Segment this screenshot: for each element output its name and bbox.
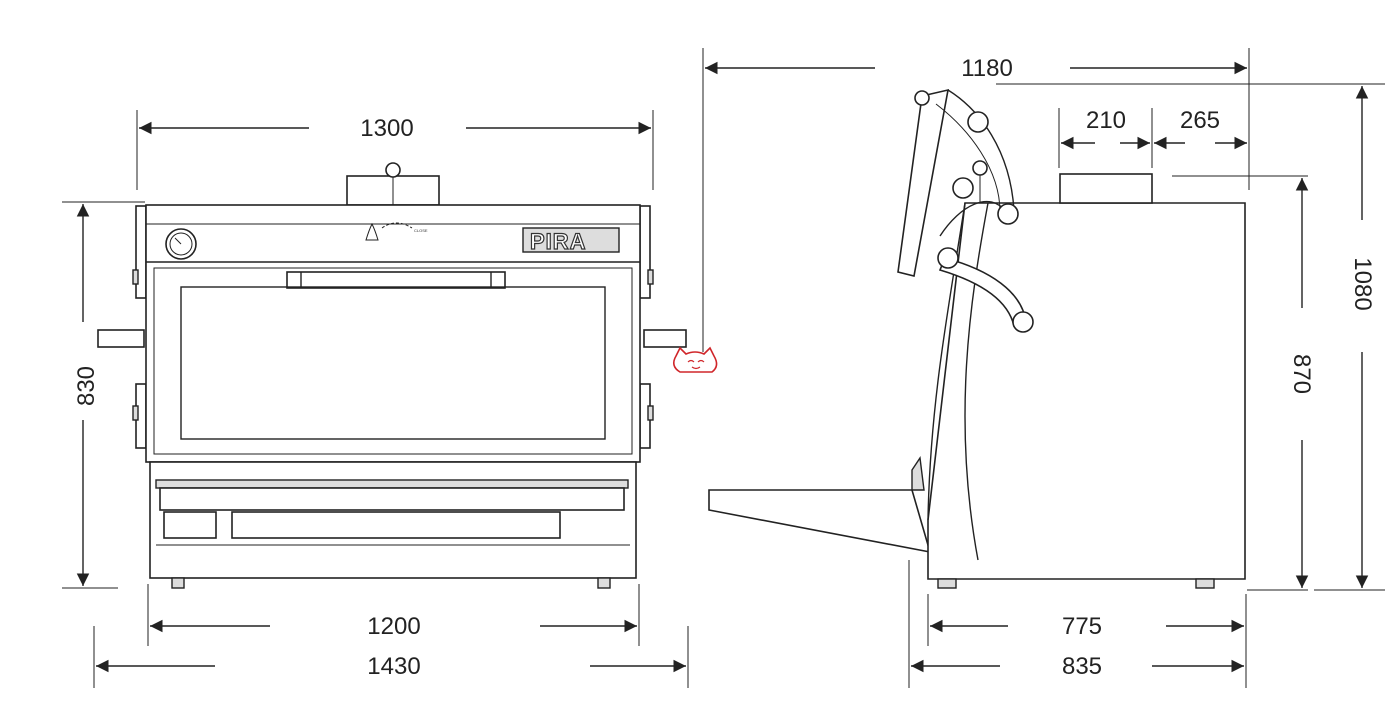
watermark-cat-icon: [672, 346, 718, 373]
front-right-foot: [597, 577, 611, 589]
front-drawer-rail: [155, 479, 629, 489]
side-door-frame: [927, 202, 966, 521]
control-label: CLOSE: [414, 228, 428, 233]
side-view: [708, 88, 1246, 589]
front-right-side-handle: [643, 329, 687, 348]
dim-side-height-body: 870: [1288, 354, 1315, 394]
dim-side-depth-overall: 1180: [961, 55, 1013, 82]
front-left-foot: [171, 577, 185, 589]
front-damper-knob: [385, 162, 401, 178]
brand-logo-plate: [522, 227, 620, 253]
dim-side-depth-with-tray: 835: [1062, 653, 1102, 680]
front-dimensions: 1300 830 1200 1430: [62, 110, 689, 688]
flame-control-icon: [365, 222, 413, 241]
dim-side-chimney-to-back: 265: [1180, 107, 1220, 134]
dim-front-width-top: 1300: [360, 115, 413, 142]
brand-logo: PIRA: [530, 229, 587, 254]
door-handle: [286, 271, 506, 289]
front-view: CLOSE PIRA: [97, 162, 687, 589]
dim-side-depth-base: 775: [1062, 613, 1102, 640]
front-left-side-handle: [97, 329, 145, 348]
dim-front-width-base: 1200: [367, 613, 420, 640]
dim-front-width-overall: 1430: [367, 653, 420, 680]
side-front-foot: [937, 578, 957, 589]
side-damper-knob: [972, 160, 988, 176]
oven-door-glass: [180, 286, 606, 440]
side-open-door: [897, 88, 950, 277]
side-dimensions: 1180 210 265 1080 870 775 835: [702, 48, 1385, 688]
ash-drawer-front: [159, 487, 625, 511]
dim-side-chimney-offset: 210: [1086, 107, 1126, 134]
side-pivot-top: [914, 90, 930, 106]
side-oven-body: [927, 202, 1246, 580]
oven-door: [153, 267, 633, 455]
ash-drawer-left-compartment: [163, 511, 217, 539]
thermometer-icon: [165, 228, 197, 260]
side-chimney: [1059, 173, 1153, 204]
dim-front-height: 830: [73, 366, 100, 406]
side-back-foot: [1195, 578, 1215, 589]
side-front-tray: [708, 489, 932, 554]
dim-side-height-overall: 1080: [1349, 257, 1376, 310]
ash-drawer-right-compartment: [231, 511, 561, 539]
